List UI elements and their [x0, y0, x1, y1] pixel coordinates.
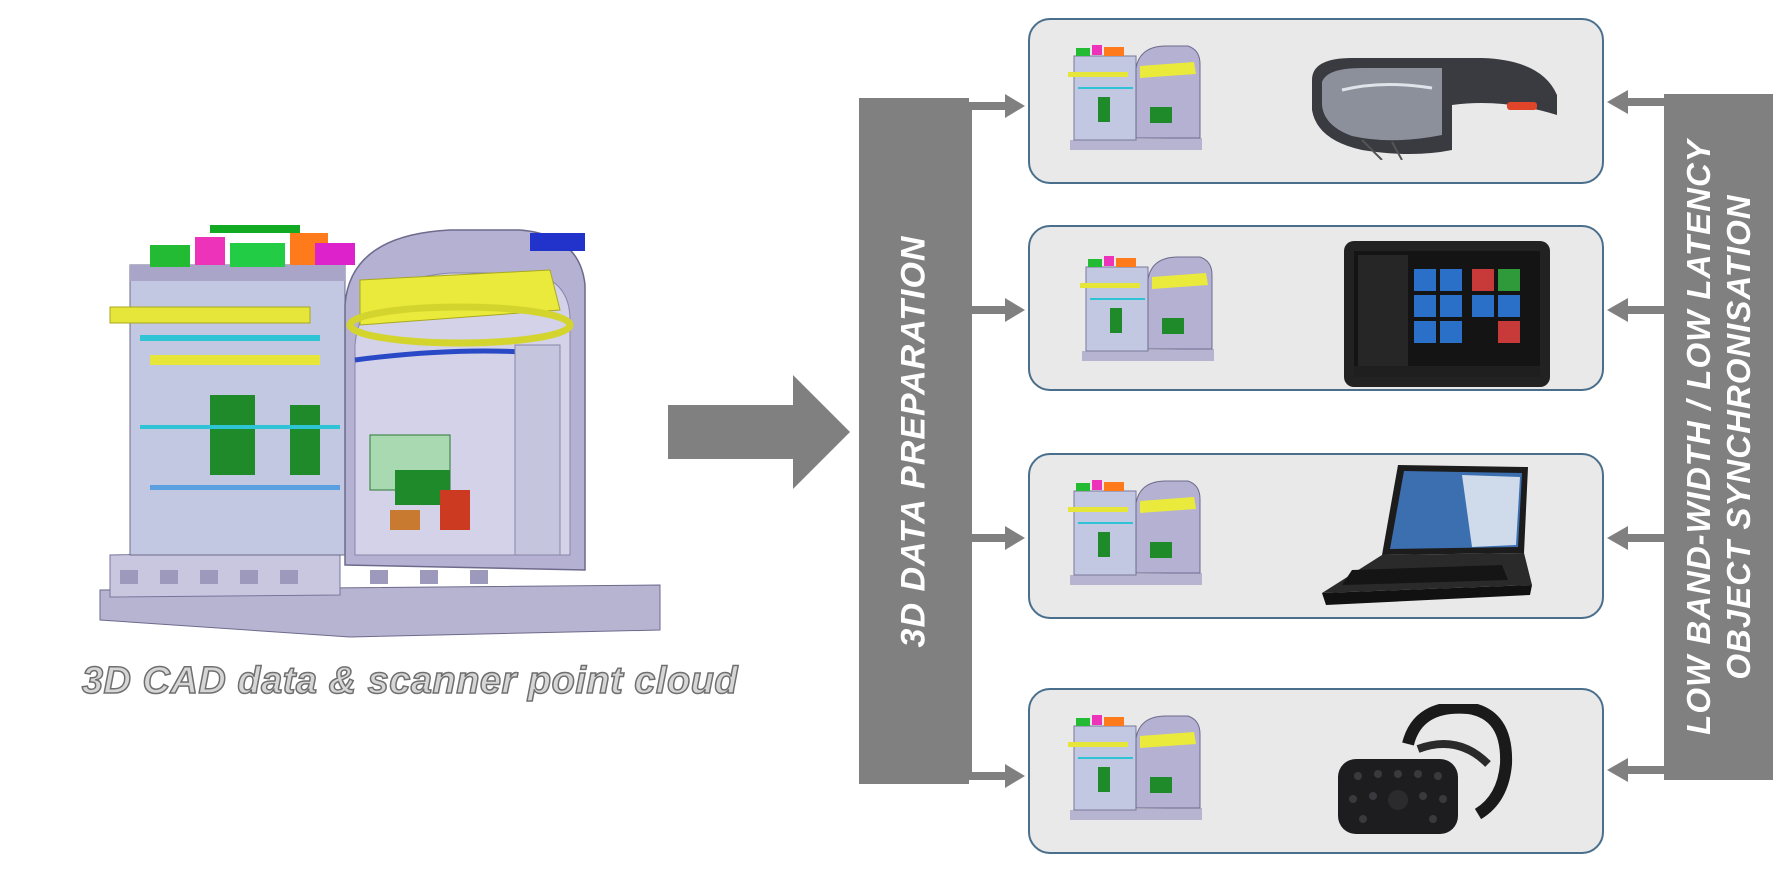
plant-thumbnail-icon [1068, 480, 1202, 585]
right-arrow-icon [668, 375, 850, 495]
plant-thumbnail-icon [1080, 256, 1214, 361]
mixed-reality-headset-icon [1312, 58, 1557, 160]
data-preparation-bar [859, 98, 969, 784]
synchronisation-bar [1664, 94, 1773, 780]
device-panel-2 [1028, 225, 1604, 391]
tablet-icon [1344, 241, 1550, 387]
plant-thumbnail-icon [1068, 715, 1202, 820]
vr-headset-icon [1338, 704, 1513, 834]
caption: 3D CAD data & scanner point cloud [81, 659, 739, 703]
laptop-icon [1322, 465, 1532, 605]
plant-cutaway-icon [90, 225, 670, 650]
device-panel-3 [1028, 453, 1604, 619]
device-panel-1 [1028, 18, 1604, 184]
device-panel-4 [1028, 688, 1604, 854]
plant-thumbnail-icon [1068, 45, 1202, 150]
